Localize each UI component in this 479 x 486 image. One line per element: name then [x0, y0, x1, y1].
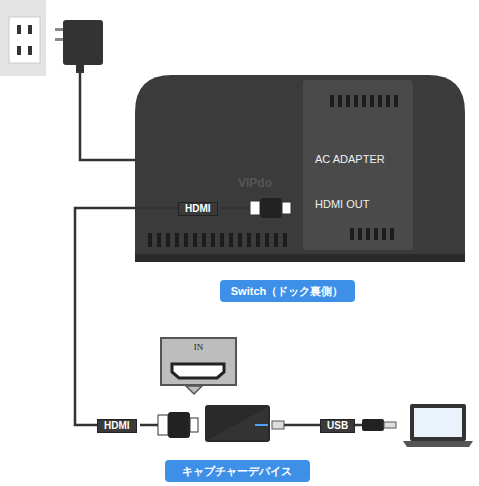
- vent-slot: [220, 233, 224, 247]
- vent-slot: [211, 233, 215, 247]
- device-label: キャプチャーデバイス: [165, 460, 310, 482]
- cable-tag: USB: [320, 419, 355, 433]
- hdmi-port-icon: [168, 361, 228, 381]
- cable-tag: HDMI: [97, 419, 137, 433]
- vent-slot: [238, 233, 242, 247]
- vent-slot: [390, 228, 394, 240]
- vent-slot: [265, 233, 269, 247]
- vent-slot: [378, 95, 382, 107]
- hdmi-port-shape: [172, 364, 224, 378]
- device-label: Switch（ドック裏側）: [220, 280, 355, 302]
- vent-slot: [229, 233, 233, 247]
- vent-slot: [256, 233, 260, 247]
- vent-slot: [394, 95, 398, 107]
- hdmi-cable: [222, 207, 250, 210]
- hdmi-plug: [250, 198, 291, 218]
- vent-slot: [157, 233, 161, 247]
- wall-outlet: [9, 17, 40, 63]
- vent-slot: [350, 228, 354, 240]
- dock-base: [135, 254, 465, 262]
- vent-slot: [247, 233, 251, 247]
- port-callout: IN: [160, 337, 237, 386]
- laptop: [403, 404, 473, 447]
- vent-slot: [274, 233, 278, 247]
- vent-slot: [386, 95, 390, 107]
- dock-body: [135, 75, 465, 255]
- panel-vents: [303, 80, 413, 250]
- vent-slot: [382, 228, 386, 240]
- vent-slot: [166, 233, 170, 247]
- vent-slot: [366, 228, 370, 240]
- node-text: Switch（ドック裏側）: [231, 284, 343, 299]
- vent-slot: [354, 95, 358, 107]
- ac-adapter: [55, 20, 103, 73]
- outlet-slots: [17, 25, 32, 55]
- vent-slot: [362, 95, 366, 107]
- watermark: VIPdo: [238, 176, 272, 190]
- vent-slot: [148, 233, 152, 247]
- cable-tag: HDMI: [178, 202, 218, 216]
- hdmi-cable: [140, 424, 158, 427]
- vent-slot: [374, 228, 378, 240]
- vent-slot: [358, 228, 362, 240]
- vent-slot: [330, 95, 334, 107]
- wall: [0, 0, 46, 76]
- vent-slot: [283, 233, 287, 247]
- node-text: IN: [162, 342, 235, 352]
- vent-slot: [370, 95, 374, 107]
- node-text: キャプチャーデバイス: [182, 464, 292, 479]
- dock-vents: [148, 233, 287, 247]
- vent-slot: [346, 95, 350, 107]
- capture-device: [205, 405, 270, 442]
- vent-slot: [193, 233, 197, 247]
- vent-slot: [202, 233, 206, 247]
- hdmi-cable: [75, 208, 180, 425]
- vent-slot: [338, 95, 342, 107]
- vent-slot: [184, 233, 188, 247]
- node-text: HDMI OUT: [315, 198, 369, 210]
- vent-slot: [175, 233, 179, 247]
- node-text: AC ADAPTER: [315, 153, 385, 165]
- hdmi-plug: [158, 412, 198, 438]
- port-panel: AC ADAPTER HDMI OUT: [303, 80, 413, 250]
- callout-pointer: [186, 386, 202, 394]
